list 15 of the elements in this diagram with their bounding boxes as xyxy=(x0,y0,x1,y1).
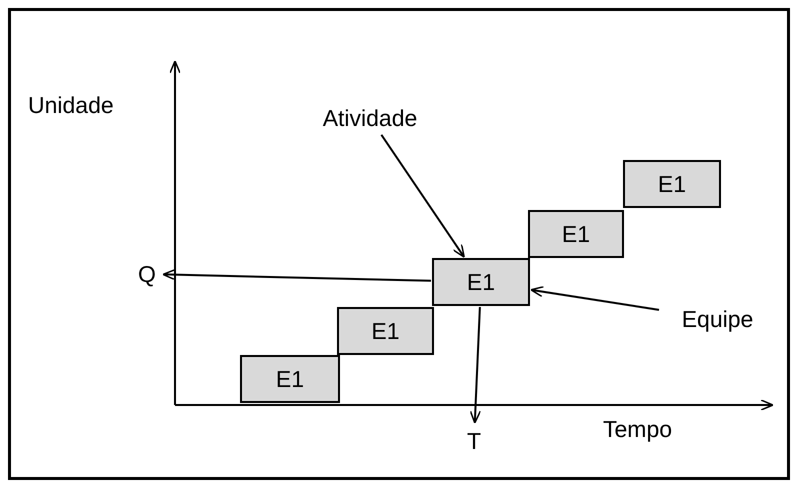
node-label: Q xyxy=(132,258,162,290)
activity-box: E1 xyxy=(623,160,721,208)
arrow xyxy=(470,306,482,424)
activity-box: E1 xyxy=(528,210,624,258)
activity-box: E1 xyxy=(432,258,530,306)
arrow xyxy=(530,286,660,311)
arrow xyxy=(380,134,465,258)
axis-title: Tempo xyxy=(603,415,672,444)
axis-title: Unidade xyxy=(28,91,114,120)
activity-box: E1 xyxy=(337,307,434,355)
arrow xyxy=(162,268,432,282)
activity-box: E1 xyxy=(240,355,340,403)
node-label: Equipe xyxy=(660,302,775,336)
node-label: T xyxy=(460,424,488,458)
node-label: Atividade xyxy=(300,102,440,134)
